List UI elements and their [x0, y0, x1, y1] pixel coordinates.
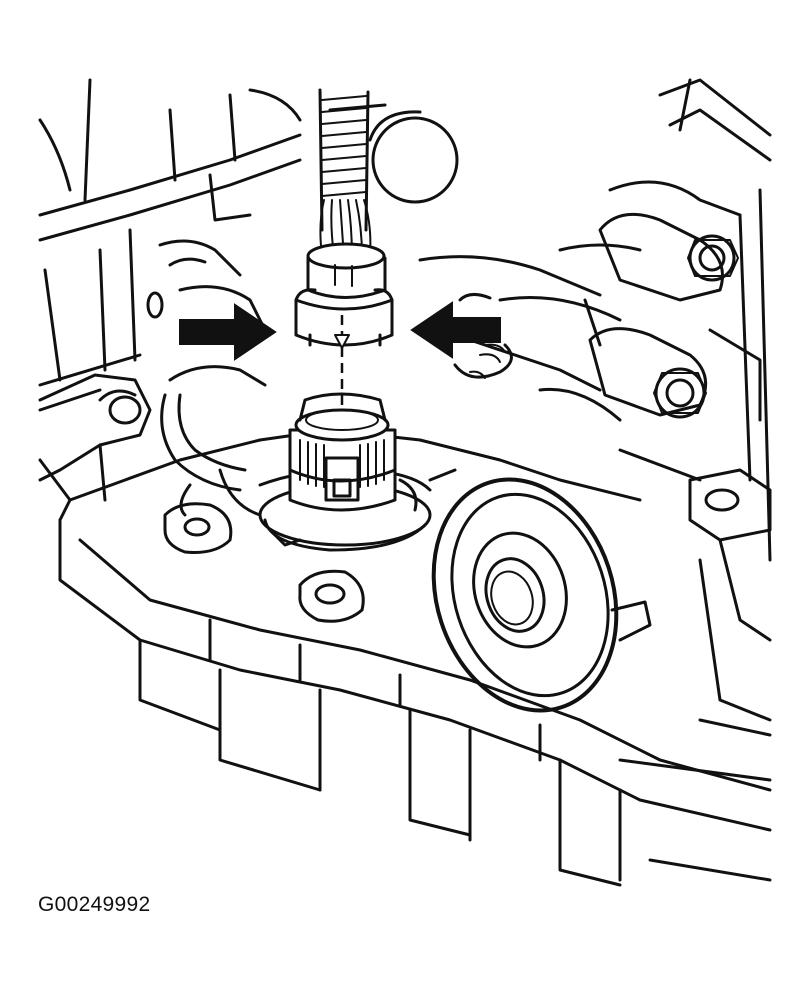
valve-body-plate: [58, 428, 772, 887]
pump-seal-assembly: [428, 468, 652, 713]
connector-socket: [288, 392, 397, 512]
pad-hole-left: [163, 502, 233, 554]
left-mount-bracket: [38, 373, 152, 502]
harness-plug: [294, 242, 394, 347]
middle-right-bolt: [588, 327, 762, 422]
wire-harness: [318, 88, 372, 259]
upper-right-bolt: [598, 212, 739, 302]
transmission-case-outline: [38, 78, 302, 412]
push-left-arrow-icon: [410, 301, 501, 359]
connector-boss-base: [160, 365, 432, 517]
right-mount-bracket: [618, 448, 772, 722]
push-right-arrow-icon: [179, 303, 277, 361]
housing-upper-right: [328, 78, 772, 562]
dashed-down-arrow-icon: [334, 315, 350, 405]
pad-hole-center: [298, 569, 365, 623]
figure-code-label: G00249992: [38, 893, 151, 916]
fingertip-sketch: [453, 293, 513, 379]
